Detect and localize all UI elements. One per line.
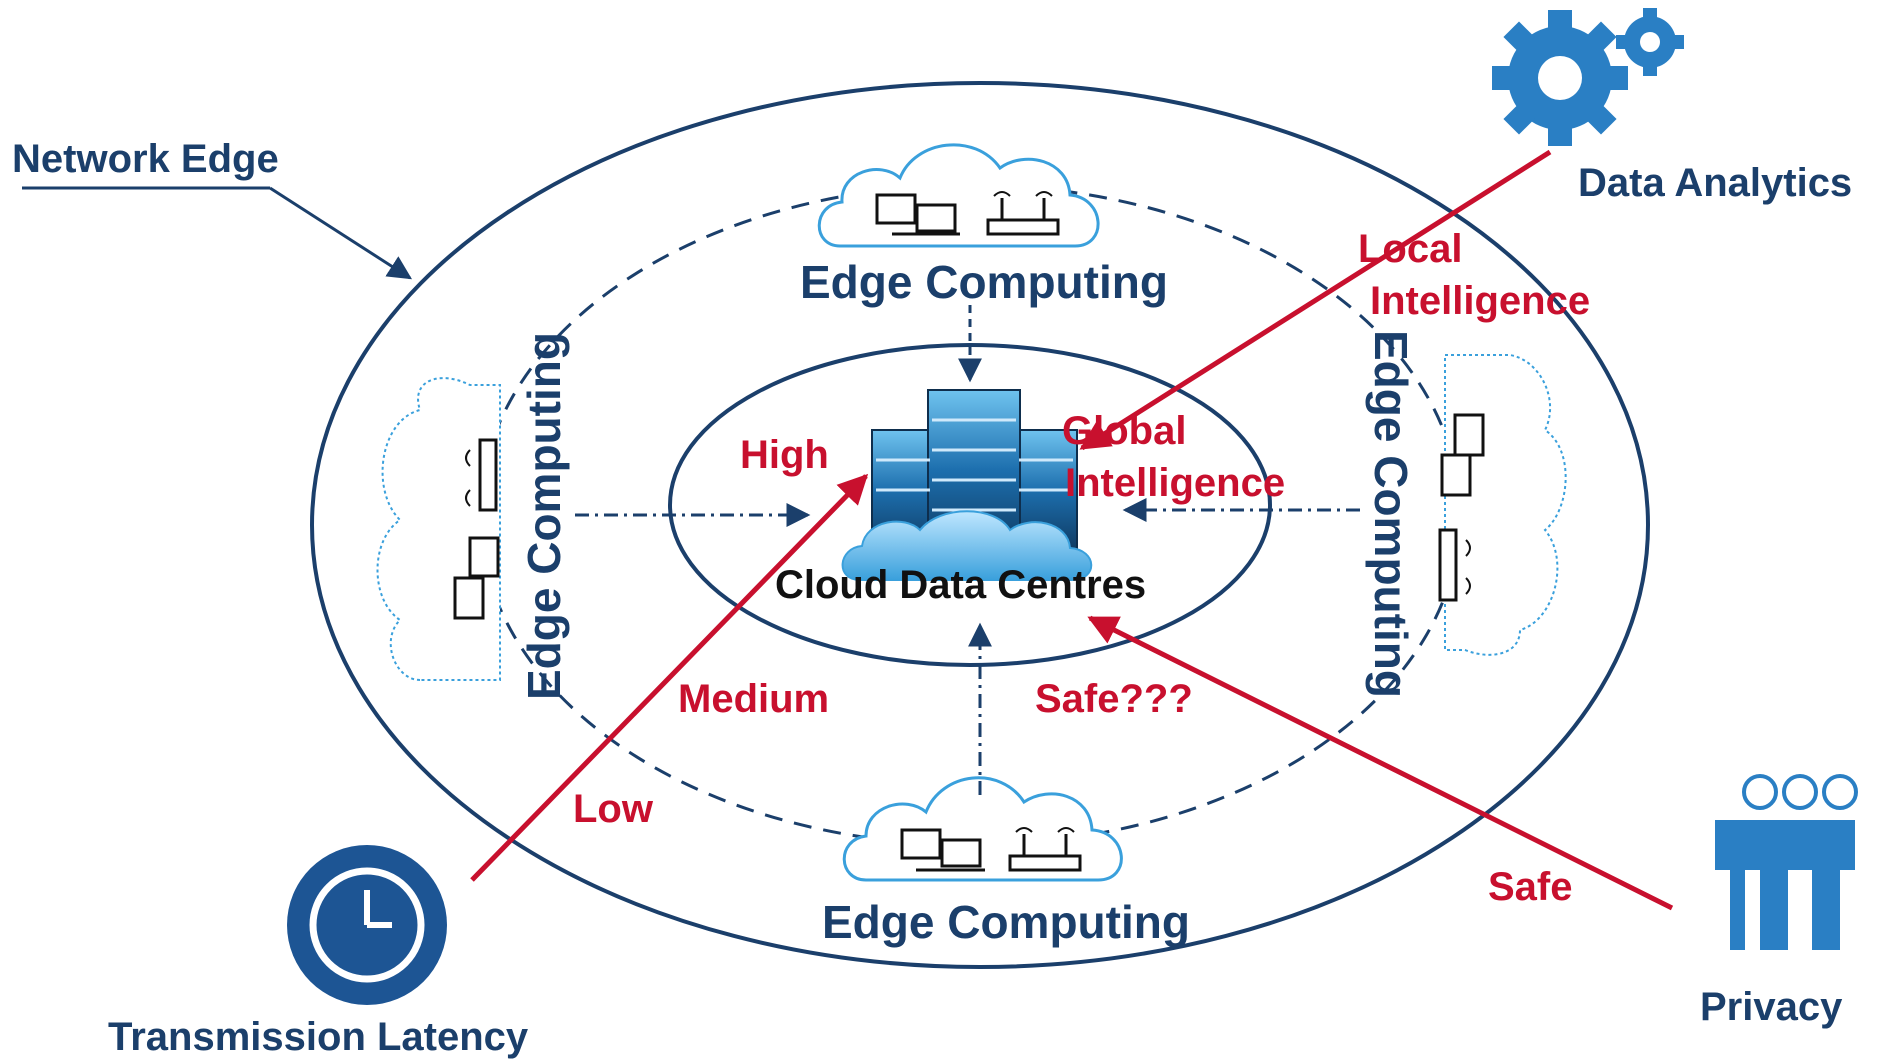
- privacy-arrow: [1087, 615, 1674, 911]
- cloud-icon: [1444, 354, 1567, 656]
- server-stack-icon: [841, 389, 1093, 581]
- computer-icon: [900, 828, 985, 872]
- people-icon: [1715, 774, 1858, 950]
- edge-computing-right-label: Edge Computing: [1365, 330, 1417, 698]
- cloud-icon: [841, 510, 1093, 581]
- latency-low-label: Low: [573, 787, 654, 831]
- edge-computing-bottom-label: Edge Computing: [822, 896, 1190, 948]
- cloud-core-ellipse: [668, 343, 1272, 667]
- router-icon: [1008, 827, 1082, 872]
- top-edge-cloud: [817, 143, 1100, 248]
- privacy-safe-label: Safe: [1488, 865, 1573, 909]
- computer-icon: [453, 536, 500, 620]
- network-edge-ellipse: [310, 81, 1650, 969]
- router-icon: [1438, 528, 1471, 602]
- edge-computing-top-label: Edge Computing: [800, 256, 1168, 308]
- data-analytics-label: Data Analytics: [1578, 161, 1852, 205]
- privacy-safe-question-label: Safe???: [1035, 677, 1193, 721]
- global-intelligence-line2: Intelligence: [1065, 461, 1285, 505]
- latency-arrow: [470, 473, 869, 882]
- latency-medium-label: Medium: [678, 677, 829, 721]
- computer-icon: [875, 193, 960, 236]
- router-icon: [465, 438, 498, 512]
- router-icon: [986, 191, 1060, 236]
- cloud-data-centres-label: Cloud Data Centres: [775, 563, 1146, 607]
- cloud-icon: [376, 377, 501, 681]
- analytics-arrow: [1079, 149, 1552, 451]
- computer-icon: [1440, 413, 1485, 497]
- global-intelligence-line1: Global: [1062, 409, 1186, 453]
- transmission-latency-label: Transmission Latency: [108, 1015, 529, 1059]
- right-edge-cloud: [1438, 354, 1567, 656]
- left-edge-cloud: [376, 377, 501, 681]
- gears-icon: [1492, 8, 1684, 146]
- edge-computing-left-label: Edge Computing: [518, 332, 570, 700]
- network-edge-pointer: [269, 186, 413, 280]
- privacy-label: Privacy: [1700, 985, 1843, 1029]
- bottom-edge-cloud: [842, 776, 1123, 882]
- local-intelligence-line2: Intelligence: [1370, 279, 1590, 323]
- clock-icon: [287, 845, 447, 1005]
- network-edge-label: Network Edge: [12, 137, 279, 181]
- latency-high-label: High: [740, 433, 829, 477]
- local-intelligence-line1: Local: [1358, 227, 1462, 271]
